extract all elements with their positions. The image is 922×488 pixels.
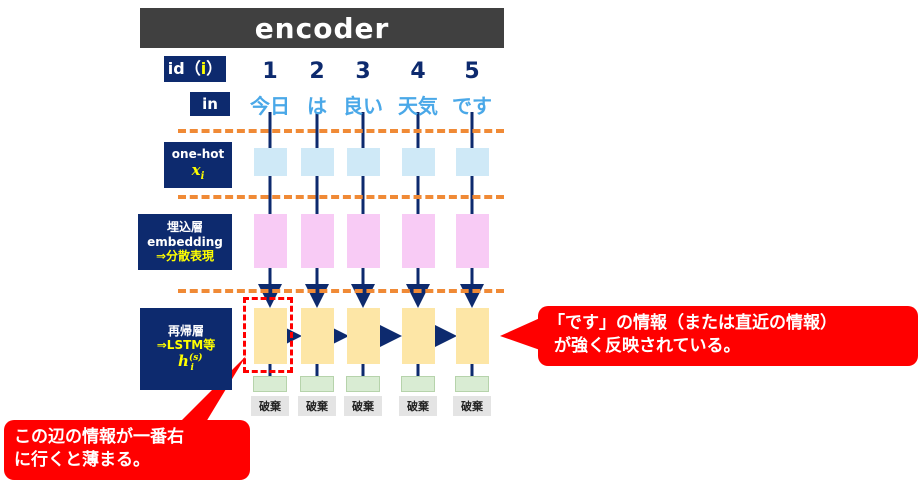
id-number: 3 bbox=[355, 59, 371, 84]
onehot-var-sub: i bbox=[200, 171, 205, 183]
input-word: 今日 bbox=[250, 94, 290, 118]
page-title: encoder bbox=[140, 8, 504, 48]
discard-label: 破棄 bbox=[298, 396, 336, 416]
hidden-state-sup: (s) bbox=[188, 353, 203, 364]
discard-label: 破棄 bbox=[251, 396, 289, 416]
separator-dashed bbox=[178, 129, 504, 133]
embedding-label-line1: 埋込層 bbox=[166, 220, 203, 235]
hidden-state-h: h bbox=[178, 352, 189, 371]
lstm-cell bbox=[402, 308, 435, 364]
embedding-vector bbox=[254, 214, 287, 268]
output-vector bbox=[401, 376, 435, 392]
embedding-vector bbox=[402, 214, 435, 268]
discard-label: 破棄 bbox=[453, 396, 491, 416]
recurrent-label-line2: ⇒LSTM等 bbox=[156, 338, 216, 353]
onehot-vector bbox=[301, 148, 334, 176]
highlight-first-cell bbox=[243, 297, 293, 373]
hidden-state-var: h(s)i bbox=[178, 352, 203, 374]
input-word: 天気 bbox=[398, 94, 438, 118]
callout-right: 「です」の情報（または直近の情報） が強く反映されている。 bbox=[538, 306, 918, 366]
id-number: 1 bbox=[262, 59, 278, 84]
id-number: 5 bbox=[464, 59, 480, 84]
embedding-label: 埋込層 embedding ⇒分散表現 bbox=[138, 214, 232, 270]
input-word: です bbox=[452, 94, 492, 118]
callout-tail-right bbox=[500, 318, 540, 350]
id-label-suffix: ） bbox=[206, 59, 223, 79]
onehot-label-text: one-hot bbox=[171, 146, 225, 161]
onehot-var: xi bbox=[192, 161, 205, 183]
discard-label: 破棄 bbox=[399, 396, 437, 416]
lstm-cell bbox=[347, 308, 380, 364]
embedding-vector bbox=[301, 214, 334, 268]
input-word: 良い bbox=[343, 94, 383, 118]
hidden-state-sub: i bbox=[190, 363, 194, 374]
embedding-vector bbox=[347, 214, 380, 268]
separator-dashed bbox=[178, 195, 504, 199]
embedding-vector bbox=[456, 214, 489, 268]
id-label-prefix: id（ bbox=[167, 59, 201, 79]
input-word: は bbox=[307, 94, 327, 118]
callout-left-line1: この辺の情報が一番右 bbox=[14, 427, 184, 447]
id-number: 2 bbox=[309, 59, 325, 84]
onehot-vector bbox=[254, 148, 287, 176]
onehot-vector bbox=[456, 148, 489, 176]
lstm-cell bbox=[254, 308, 287, 364]
output-vector bbox=[455, 376, 489, 392]
in-label: in bbox=[190, 92, 230, 116]
id-number: 4 bbox=[410, 59, 426, 84]
output-vector bbox=[346, 376, 380, 392]
id-label: id（i） bbox=[164, 56, 226, 82]
lstm-cell bbox=[301, 308, 334, 364]
callout-right-line1: 「です」の情報（または直近の情報） bbox=[548, 313, 837, 333]
separator-dashed bbox=[178, 289, 504, 293]
embedding-label-line3: ⇒分散表現 bbox=[155, 249, 215, 264]
onehot-var-x: x bbox=[191, 161, 201, 180]
callout-left-line2: に行くと薄まる。 bbox=[14, 449, 150, 470]
callout-left: この辺の情報が一番右 に行くと薄まる。 bbox=[4, 420, 250, 480]
embedding-label-line2: embedding bbox=[147, 234, 223, 249]
callout-right-line2: が強く反映されている。 bbox=[554, 335, 741, 356]
discard-label: 破棄 bbox=[344, 396, 382, 416]
lstm-cell bbox=[456, 308, 489, 364]
output-vector bbox=[253, 376, 287, 392]
recurrent-label-line1: 再帰層 bbox=[167, 323, 204, 338]
recurrent-label: 再帰層 ⇒LSTM等 h(s)i bbox=[140, 308, 232, 390]
id-label-var: i bbox=[200, 59, 207, 79]
onehot-vector bbox=[402, 148, 435, 176]
onehot-label: one-hot xi bbox=[164, 142, 232, 188]
onehot-vector bbox=[347, 148, 380, 176]
output-vector bbox=[300, 376, 334, 392]
